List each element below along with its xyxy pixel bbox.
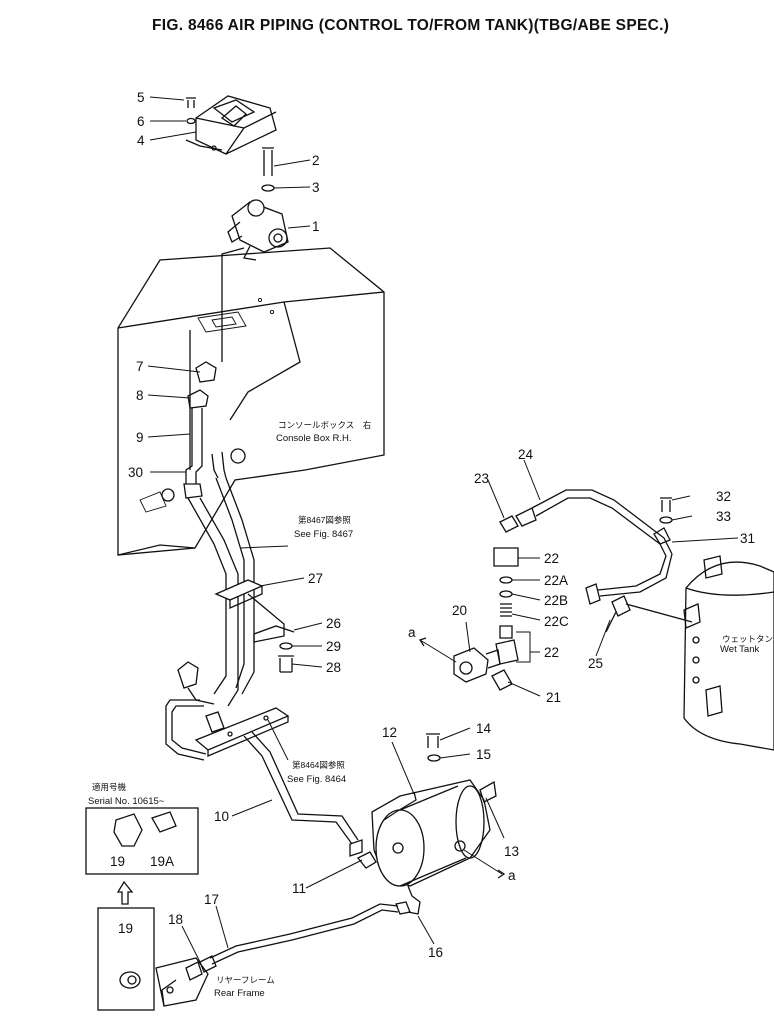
callout-13: 13: [504, 844, 519, 859]
air-valve-assembly: [221, 147, 289, 362]
callout-17: 17: [204, 892, 219, 907]
see-8464-label-en: See Fig. 8464: [287, 774, 346, 785]
callout-22-top: 22: [544, 551, 559, 566]
rear-frame-label-en: Rear Frame: [214, 988, 265, 999]
callout-28: 28: [326, 660, 341, 675]
callout-32: 32: [716, 489, 731, 504]
callout-12: 12: [382, 725, 397, 740]
rear-frame-label-jp: リヤーフレーム: [216, 975, 275, 985]
callout-6: 6: [137, 114, 145, 129]
callout-22A: 22A: [544, 573, 568, 588]
pipe-17: [185, 901, 411, 981]
wet-tank: [625, 497, 774, 751]
callout-11: 11: [292, 881, 306, 896]
callout-1: 1: [312, 219, 320, 234]
callout-23: 23: [474, 471, 489, 486]
callout-18: 18: [168, 912, 183, 927]
callout-25: 25: [588, 656, 603, 671]
callout-10: 10: [214, 809, 229, 824]
callout-22C: 22C: [544, 614, 569, 629]
see-8464-label-jp: 第8464図参照: [292, 760, 345, 770]
callout-22B: 22B: [544, 593, 568, 608]
console-box-rh: [117, 247, 385, 556]
callout-22-bottom: 22: [544, 645, 559, 660]
callout-7: 7: [136, 359, 144, 374]
callout-19-detail: 19: [110, 854, 125, 869]
wet-tank-label-jp: ウェットタンク: [722, 634, 774, 644]
cover-plate: [185, 95, 277, 155]
callout-9: 9: [136, 430, 144, 445]
leader-lines: [147, 96, 739, 963]
callout-19A: 19A: [150, 854, 174, 869]
callout-14: 14: [476, 721, 492, 736]
callout-16: 16: [428, 945, 443, 960]
reference-labels: コンソールボックス 右 Console Box R.H. 第8467図参照 Se…: [88, 420, 774, 999]
callout-33: 33: [716, 509, 731, 524]
wet-tank-label-en: Wet Tank: [720, 644, 760, 655]
serial-label-jp: 適用号機: [92, 782, 127, 792]
right-fittings-group: [453, 489, 673, 691]
console-box-label-en: Console Box R.H.: [276, 433, 352, 444]
hose-assembly-9: [183, 361, 255, 707]
figure-title: FIG. 8466 AIR PIPING (CONTROL TO/FROM TA…: [152, 17, 670, 34]
callout-8: 8: [136, 388, 144, 403]
callout-5: 5: [137, 90, 145, 105]
callout-31: 31: [740, 531, 755, 546]
callout-26: 26: [326, 616, 341, 631]
callout-20: 20: [452, 603, 467, 618]
callout-15: 15: [476, 747, 491, 762]
callout-a-left: a: [408, 625, 416, 640]
callout-29: 29: [326, 639, 341, 654]
air-tank-12: [371, 733, 497, 915]
callout-24: 24: [518, 447, 534, 462]
callout-21: 21: [546, 690, 561, 705]
serial-detail-box: [85, 807, 199, 1011]
arrows: [418, 637, 506, 879]
console-box-label-jp: コンソールボックス 右: [278, 420, 371, 430]
callout-numbers: 5 6 4 2 3 1 7 8 9 30 27 26 29 28 10 11 1…: [110, 90, 755, 960]
piping-see-8464: [165, 661, 377, 869]
serial-label-en: Serial No. 10615~: [88, 796, 165, 807]
clamp-brackets: [214, 579, 295, 673]
callout-2: 2: [312, 153, 320, 168]
rear-frame: [155, 957, 209, 1007]
callout-a-right: a: [508, 868, 516, 883]
callout-3: 3: [312, 180, 320, 195]
callout-4: 4: [137, 133, 145, 148]
callout-19-main: 19: [118, 921, 133, 936]
see-8467-label-en: See Fig. 8467: [294, 529, 353, 540]
callout-27: 27: [308, 571, 323, 586]
callout-30: 30: [128, 465, 143, 480]
see-8467-label-jp: 第8467図参照: [298, 515, 351, 525]
